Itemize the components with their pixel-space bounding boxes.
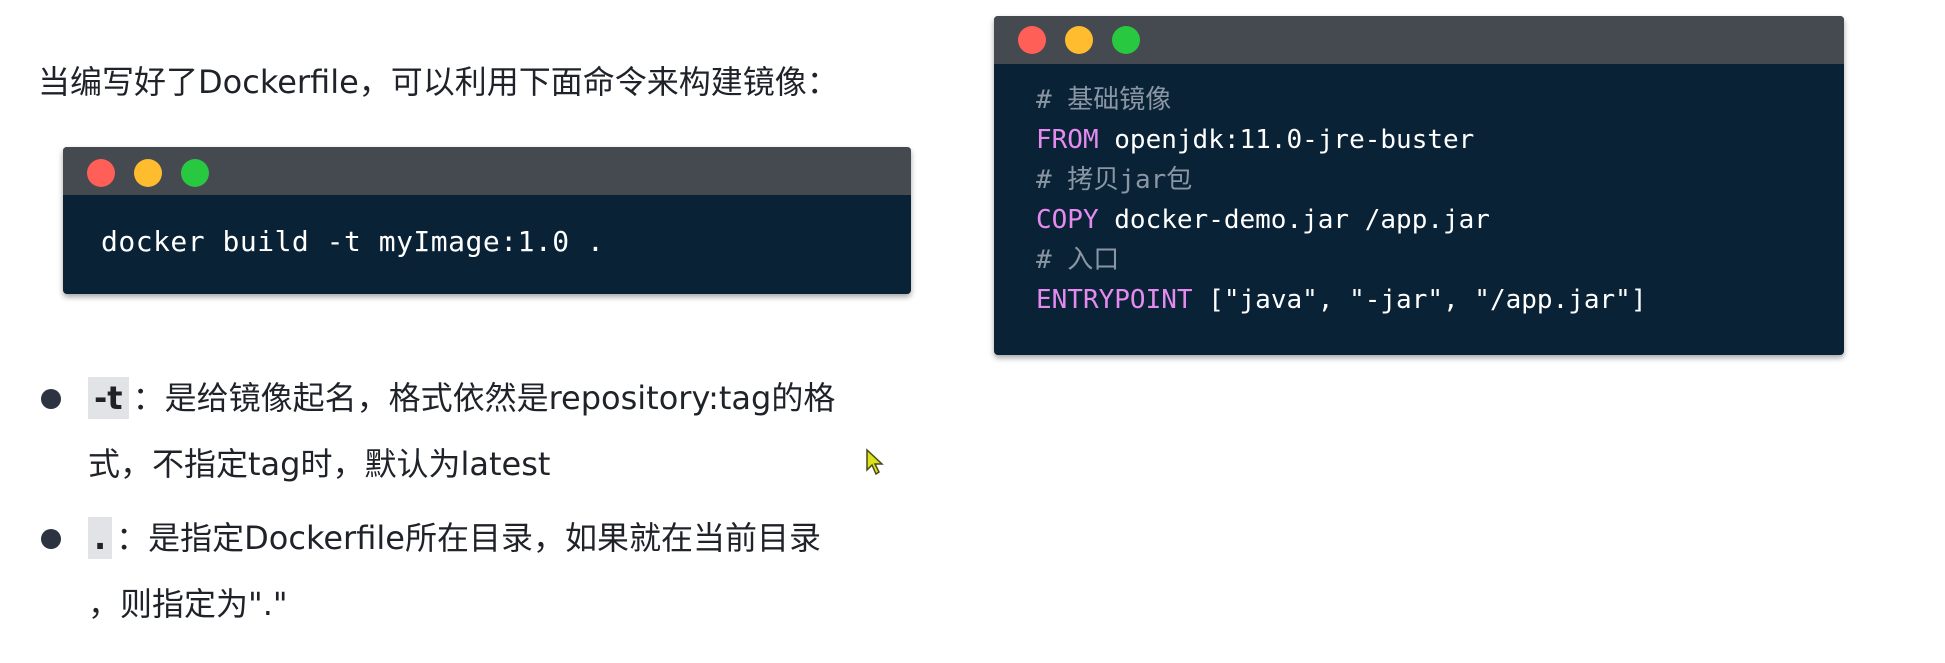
maximize-dot-icon bbox=[181, 159, 209, 187]
code-line-entrypoint: ENTRYPOINT ["java", "-jar", "/app.jar"] bbox=[1036, 280, 1647, 320]
code-line-from: FROM openjdk:11.0-jre-buster bbox=[1036, 120, 1647, 160]
window-titlebar bbox=[994, 16, 1844, 64]
bullet-dot-icon bbox=[41, 529, 61, 549]
code-line-comment: # 入口 bbox=[1036, 240, 1647, 280]
code-keyword: ENTRYPOINT bbox=[1036, 285, 1193, 315]
dockerfile-window: # 基础镜像 FROM openjdk:11.0-jre-buster # 拷贝… bbox=[994, 16, 1844, 355]
code-args: docker-demo.jar /app.jar bbox=[1098, 205, 1490, 235]
close-dot-icon bbox=[87, 159, 115, 187]
code-args: openjdk:11.0-jre-buster bbox=[1098, 125, 1475, 155]
bullet-dot-icon bbox=[41, 389, 61, 409]
intro-text: 当编写好了Dockerfile，可以利用下面命令来构建镜像： bbox=[38, 63, 839, 101]
minimize-dot-icon bbox=[1065, 26, 1093, 54]
code-comment: # 拷贝jar包 bbox=[1036, 165, 1193, 195]
dockerfile-code: # 基础镜像 FROM openjdk:11.0-jre-buster # 拷贝… bbox=[1036, 80, 1647, 320]
option-explanations: -t：是给镜像起名，格式依然是repository:tag的格 式，不指定tag… bbox=[38, 365, 938, 637]
code-args: ["java", "-jar", "/app.jar"] bbox=[1192, 285, 1647, 315]
option-tag: . bbox=[88, 517, 113, 559]
bullet-item-dot-option: .：是指定Dockerfile所在目录，如果就在当前目录 ，则指定为"." bbox=[38, 505, 938, 637]
build-command: docker build -t myImage:1.0 . bbox=[101, 225, 605, 258]
window-titlebar bbox=[63, 147, 911, 195]
bullet-text-line2: 式，不指定tag时，默认为latest bbox=[88, 445, 551, 483]
close-dot-icon bbox=[1018, 26, 1046, 54]
bullet-item-t-option: -t：是给镜像起名，格式依然是repository:tag的格 式，不指定tag… bbox=[38, 365, 938, 497]
bullet-text-line2: ，则指定为"." bbox=[88, 585, 288, 623]
code-line-copy: COPY docker-demo.jar /app.jar bbox=[1036, 200, 1647, 240]
bullet-text-line1: ：是给镜像起名，格式依然是repository:tag的格 bbox=[132, 379, 836, 417]
code-keyword: COPY bbox=[1036, 205, 1099, 235]
code-line-comment: # 拷贝jar包 bbox=[1036, 160, 1647, 200]
build-command-window: docker build -t myImage:1.0 . bbox=[63, 147, 911, 294]
maximize-dot-icon bbox=[1112, 26, 1140, 54]
minimize-dot-icon bbox=[134, 159, 162, 187]
code-keyword: FROM bbox=[1036, 125, 1099, 155]
code-comment: # 基础镜像 bbox=[1036, 85, 1172, 115]
code-line-comment: # 基础镜像 bbox=[1036, 80, 1647, 120]
code-comment: # 入口 bbox=[1036, 245, 1120, 275]
option-tag: -t bbox=[88, 377, 129, 419]
bullet-text-line1: ：是指定Dockerfile所在目录，如果就在当前目录 bbox=[116, 519, 821, 557]
